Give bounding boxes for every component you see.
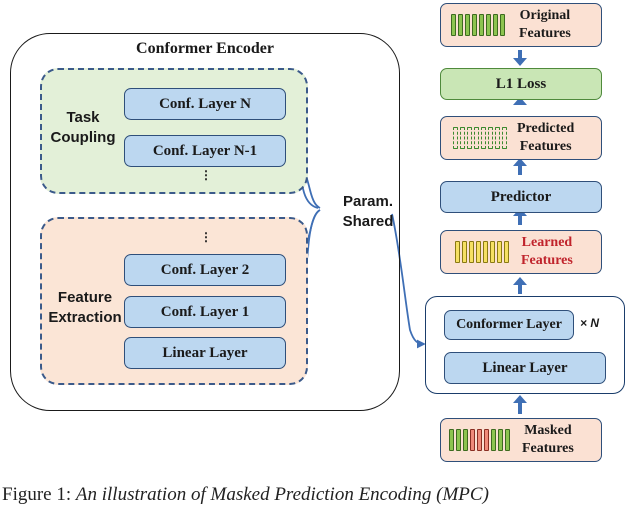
task-coupling-label-line1: Task — [66, 109, 100, 126]
predicted-features-box[interactable]: Predicted Features — [440, 116, 602, 160]
feature-bar — [451, 14, 456, 36]
learned-features-label: Learned Features — [521, 234, 573, 270]
feature-bar — [493, 14, 498, 36]
conf-layer-n[interactable]: Conf. Layer N — [124, 88, 286, 120]
feature-bar — [472, 14, 477, 36]
feature-extraction-label: Feature Extraction — [44, 288, 126, 328]
ellipsis-bottom: ⋮ — [200, 230, 212, 244]
caption-prefix: Figure 1: — [2, 484, 76, 505]
share-arrow-to-stack — [391, 213, 426, 349]
stack-linear-layer-label: Linear Layer — [482, 359, 568, 376]
predicted-features-bars — [453, 127, 507, 149]
figure-caption: Figure 1: An illustration of Masked Pred… — [2, 484, 489, 506]
feature-bar — [486, 14, 491, 36]
feature-bar — [449, 429, 454, 451]
learned-features-bars — [455, 241, 509, 263]
feature-extraction-label-line1: Feature — [57, 289, 113, 306]
l1-loss-label: L1 Loss — [495, 75, 547, 92]
feature-bar — [481, 127, 486, 149]
feature-bar — [505, 429, 510, 451]
masked-bar — [477, 429, 482, 451]
conformer-encoder-frame — [10, 33, 400, 411]
conf-layer-1[interactable]: Conf. Layer 1 — [124, 296, 286, 328]
feature-bar — [483, 241, 488, 263]
original-features-line2: Features — [519, 26, 571, 41]
predicted-features-label: Predicted Features — [517, 120, 574, 156]
conformer-layer-label: Conformer Layer — [456, 317, 562, 332]
masked-features-bars — [449, 429, 510, 451]
conf-layer-n-label: Conf. Layer N — [159, 95, 251, 112]
feature-bar — [458, 14, 463, 36]
predicted-features-line2: Features — [519, 139, 572, 154]
feature-bar — [491, 429, 496, 451]
stack-linear-layer-box[interactable]: Linear Layer — [444, 352, 606, 384]
l1-loss-box[interactable]: L1 Loss — [440, 68, 602, 100]
conf-layer-n-minus-1-label: Conf. Layer N-1 — [152, 142, 258, 159]
masked-features-line1: Masked — [524, 423, 572, 438]
feature-bar — [463, 429, 468, 451]
feature-bar — [497, 241, 502, 263]
conf-layer-2[interactable]: Conf. Layer 2 — [124, 254, 286, 286]
feature-bar — [455, 241, 460, 263]
param-shared-label: Param. Shared — [332, 192, 404, 232]
feature-bar — [500, 14, 505, 36]
feature-bar — [479, 14, 484, 36]
predictor-label: Predictor — [490, 188, 552, 205]
masked-features-box[interactable]: Masked Features — [440, 418, 602, 462]
encoder-linear-layer-label: Linear Layer — [162, 344, 248, 361]
feature-bar — [456, 429, 461, 451]
feature-bar — [462, 241, 467, 263]
times-n-label: × N — [580, 316, 600, 330]
task-coupling-label: Task Coupling — [48, 108, 118, 148]
original-features-label: Original Features — [519, 7, 571, 43]
param-shared-line1: Param. — [342, 193, 394, 210]
masked-features-line2: Features — [522, 441, 574, 456]
encoder-linear-layer[interactable]: Linear Layer — [124, 337, 286, 369]
learned-features-line2: Features — [521, 253, 573, 268]
feature-extraction-label-line2: Extraction — [48, 309, 122, 326]
caption-italic: An illustration of Masked Prediction Enc… — [75, 484, 489, 505]
feature-bar — [488, 127, 493, 149]
original-features-line1: Original — [519, 8, 571, 23]
feature-bar — [495, 127, 500, 149]
param-shared-line2: Shared — [342, 213, 394, 230]
conformer-layer-box[interactable]: Conformer Layer — [444, 310, 574, 340]
original-features-bars — [451, 14, 505, 36]
feature-bar — [460, 127, 465, 149]
feature-bar — [465, 14, 470, 36]
masked-bar — [484, 429, 489, 451]
feature-bar — [453, 127, 458, 149]
feature-bar — [504, 241, 509, 263]
encoder-title: Conformer Encoder — [136, 40, 274, 57]
learned-features-line1: Learned — [521, 235, 573, 250]
ellipsis-top: ⋮ — [200, 168, 212, 182]
original-features-box[interactable]: Original Features — [440, 3, 602, 47]
masked-bar — [470, 429, 475, 451]
predictor-box[interactable]: Predictor — [440, 181, 602, 213]
conf-layer-1-label: Conf. Layer 1 — [160, 303, 250, 320]
feature-bar — [467, 127, 472, 149]
predicted-features-line1: Predicted — [517, 121, 575, 136]
feature-bar — [474, 127, 479, 149]
feature-bar — [498, 429, 503, 451]
conformer-stack-frame — [425, 296, 625, 394]
feature-bar — [476, 241, 481, 263]
task-coupling-label-line2: Coupling — [50, 129, 116, 146]
feature-bar — [490, 241, 495, 263]
feature-bar — [469, 241, 474, 263]
conf-layer-n-minus-1[interactable]: Conf. Layer N-1 — [124, 135, 286, 167]
conf-layer-2-label: Conf. Layer 2 — [160, 261, 250, 278]
masked-features-label: Masked Features — [522, 422, 574, 458]
learned-features-box[interactable]: Learned Features — [440, 230, 602, 274]
feature-bar — [502, 127, 507, 149]
